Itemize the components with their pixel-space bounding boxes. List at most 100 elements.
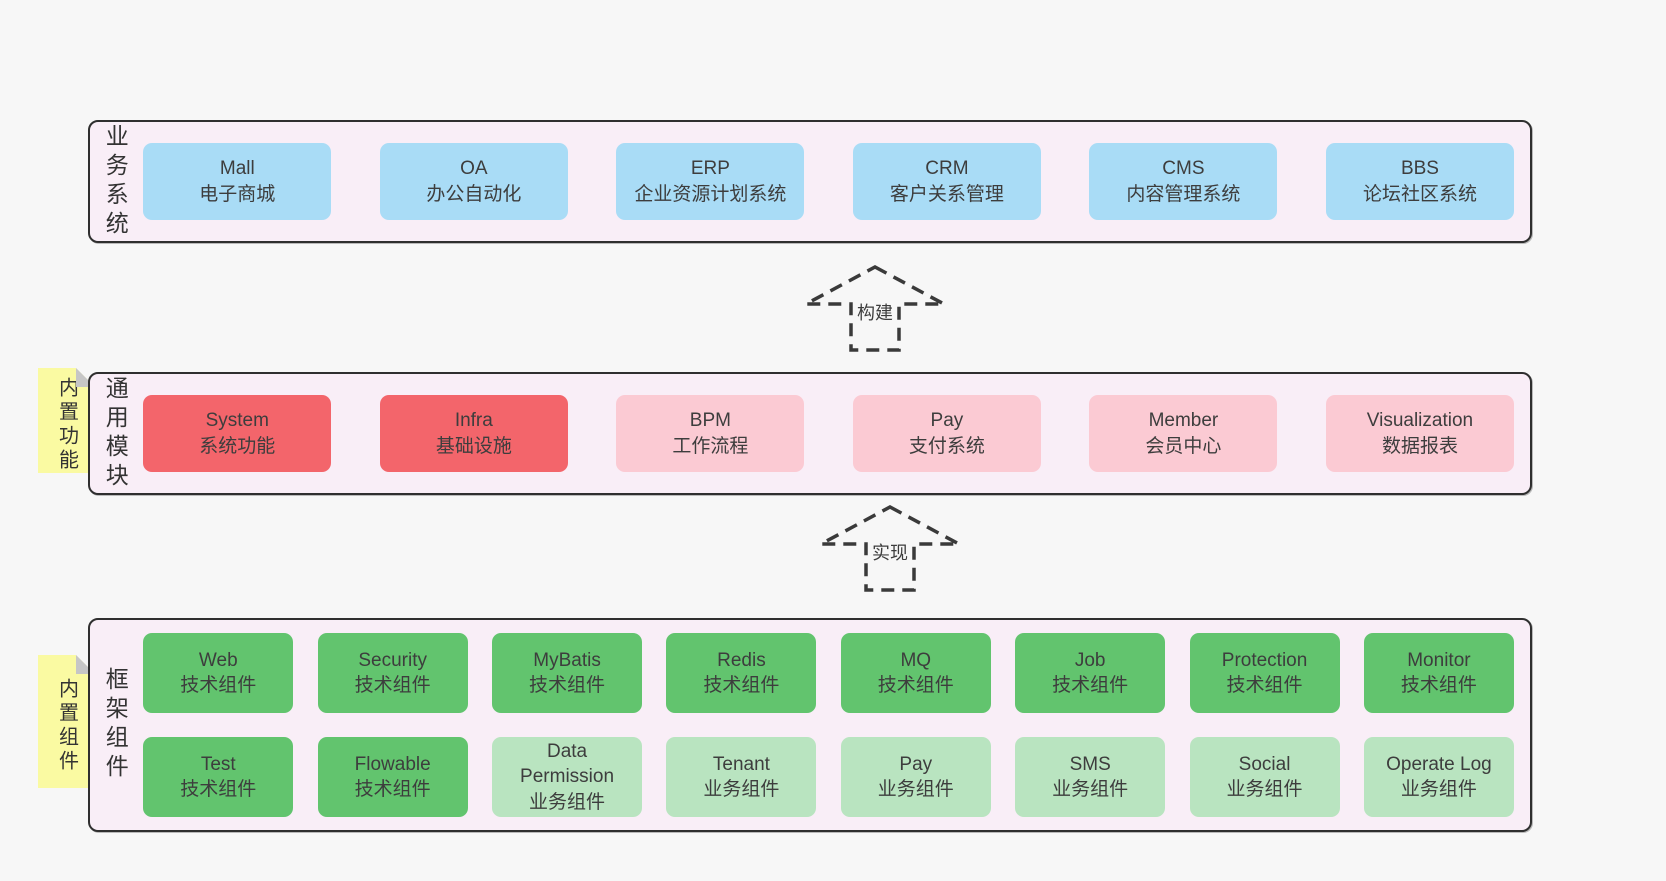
- box-operate-log: Operate Log 业务组件: [1363, 737, 1514, 817]
- dashed-up-arrow-icon: [820, 505, 960, 592]
- box-subtitle: 业务组件: [1226, 779, 1303, 800]
- box-title: SMS: [1069, 753, 1111, 775]
- box-sms: SMS 业务组件: [1015, 737, 1166, 817]
- box-subtitle: 技术组件: [1400, 675, 1477, 696]
- box-subtitle: 内容管理系统: [1126, 183, 1241, 205]
- box-title: Pay: [930, 410, 964, 432]
- arrow-label: 实现: [868, 538, 912, 566]
- box-subtitle: 技术组件: [529, 675, 606, 696]
- box-title: MyBatis: [533, 649, 601, 671]
- box-title: BPM: [689, 410, 731, 432]
- box-test: Test 技术组件: [143, 737, 294, 817]
- box-subtitle: 会员中心: [1145, 435, 1222, 457]
- band-boxes: System 系统功能 Infra 基础设施 BPM 工作流程 Pay 支付系统 Member 会…: [127, 395, 1530, 472]
- box-title: Security: [358, 649, 427, 671]
- box-title: OA: [460, 158, 488, 180]
- box-mq: MQ 技术组件: [840, 633, 991, 713]
- box-title: Monitor: [1407, 649, 1471, 671]
- box-erp: ERP 企业资源计划系统: [616, 143, 805, 220]
- band-label: 通用模块: [102, 375, 129, 492]
- box-title: Test: [200, 753, 236, 775]
- band-common-modules: 通用模块 System 系统功能 Infra 基础设施 BPM 工作流程 Pay 支付系统 Me…: [88, 372, 1532, 495]
- box-infra: Infra 基础设施: [379, 395, 568, 472]
- box-web: Web 技术组件: [143, 633, 294, 713]
- sticky-note-builtin-features: 内置功能: [38, 368, 95, 473]
- box-title: Flowable: [354, 753, 431, 775]
- box-subtitle: 技术组件: [703, 675, 780, 696]
- box-subtitle: 工作流程: [672, 435, 749, 457]
- box-system: System 系统功能: [143, 395, 332, 472]
- box-subtitle: 数据报表: [1381, 435, 1458, 457]
- box-flowable: Flowable 技术组件: [317, 737, 468, 817]
- box-subtitle: 业务组件: [877, 779, 954, 800]
- box-data-permission: Data Permission 业务组件: [492, 737, 643, 817]
- box-pay: Pay 业务组件: [840, 737, 991, 817]
- box-title: CMS: [1162, 158, 1205, 180]
- box-subtitle: 企业资源计划系统: [634, 183, 787, 205]
- box-subtitle: 基础设施: [435, 435, 512, 457]
- band-label: 框架组件: [102, 667, 129, 783]
- box-subtitle: 业务组件: [529, 791, 606, 813]
- sticky-note-label: 内置功能: [55, 376, 78, 473]
- box-title: Data Permission: [520, 741, 615, 788]
- box-subtitle: 技术组件: [180, 675, 257, 696]
- box-member: Member 会员中心: [1089, 395, 1278, 472]
- box-subtitle: 技术组件: [354, 779, 431, 800]
- box-title: Mall: [219, 158, 255, 180]
- box-job: Job 技术组件: [1015, 633, 1166, 713]
- box-oa: OA 办公自动化: [379, 143, 568, 220]
- implement-arrow: 实现: [818, 504, 962, 594]
- band-label: 业务系统: [102, 123, 129, 240]
- box-title: Social: [1238, 753, 1291, 775]
- sticky-note-label: 内置组件: [55, 677, 78, 774]
- box-subtitle: 支付系统: [908, 435, 985, 457]
- box-mybatis: MyBatis 技术组件: [492, 633, 643, 713]
- box-cms: CMS 内容管理系统: [1089, 143, 1278, 220]
- build-arrow: 构建: [803, 264, 947, 354]
- box-title: Job: [1074, 649, 1106, 671]
- box-visualization: Visualization 数据报表: [1325, 395, 1514, 472]
- box-subtitle: 客户关系管理: [889, 183, 1004, 205]
- box-subtitle: 技术组件: [1052, 675, 1129, 696]
- box-subtitle: 系统功能: [199, 435, 276, 457]
- box-title: Web: [198, 649, 238, 671]
- box-subtitle: 办公自动化: [426, 183, 522, 205]
- box-subtitle: 技术组件: [180, 779, 257, 800]
- box-title: BBS: [1400, 158, 1439, 180]
- box-mall: Mall 电子商城: [143, 143, 332, 220]
- box-title: Redis: [717, 649, 766, 671]
- box-subtitle: 业务组件: [1052, 779, 1129, 800]
- box-title: Operate Log: [1386, 753, 1492, 775]
- box-title: Protection: [1221, 649, 1308, 671]
- arrow-label: 构建: [853, 298, 897, 326]
- box-title: Member: [1148, 410, 1219, 432]
- box-title: ERP: [690, 158, 730, 180]
- sticky-note-builtin-components: 内置组件: [38, 655, 95, 788]
- box-subtitle: 业务组件: [1400, 779, 1477, 800]
- box-security: Security 技术组件: [317, 633, 468, 713]
- box-redis: Redis 技术组件: [666, 633, 817, 713]
- box-subtitle: 电子商城: [199, 183, 276, 205]
- box-subtitle: 业务组件: [703, 779, 780, 800]
- box-social: Social 业务组件: [1189, 737, 1340, 817]
- box-title: Pay: [899, 753, 933, 775]
- box-subtitle: 技术组件: [354, 675, 431, 696]
- box-title: Infra: [454, 410, 493, 432]
- box-title: Visualization: [1366, 410, 1474, 432]
- box-title: MQ: [900, 649, 932, 671]
- box-bpm: BPM 工作流程: [616, 395, 805, 472]
- box-pay: Pay 支付系统: [852, 395, 1041, 472]
- box-subtitle: 技术组件: [877, 675, 954, 696]
- box-title: System: [205, 410, 269, 432]
